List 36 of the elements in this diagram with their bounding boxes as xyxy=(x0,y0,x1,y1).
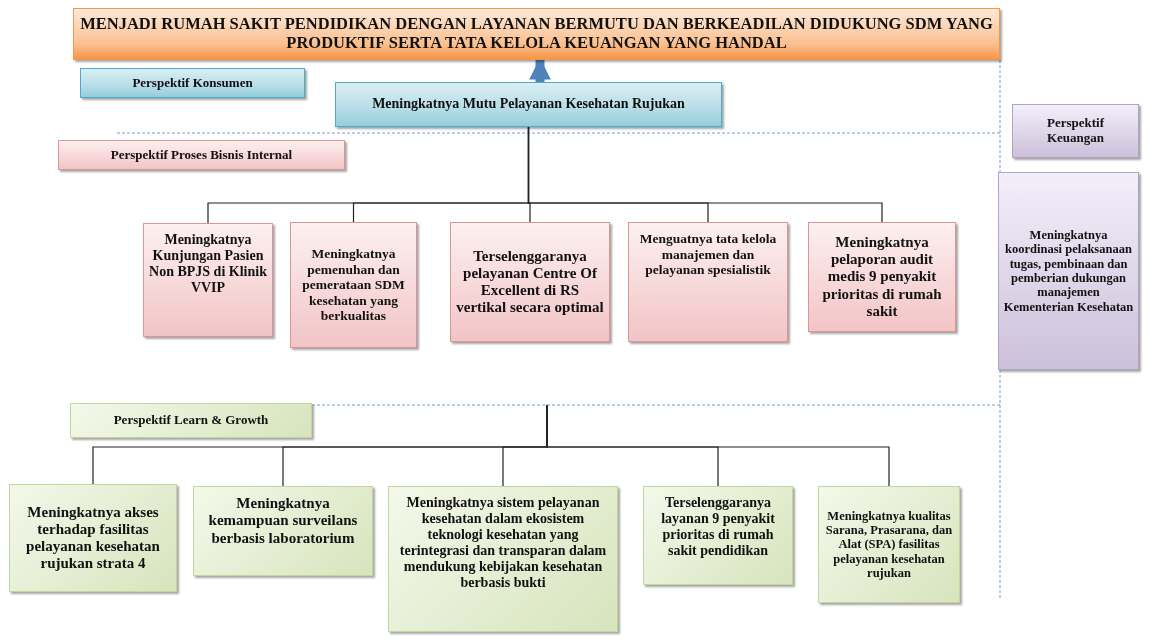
objective-box xyxy=(143,223,273,337)
objective-text: Meningkatnya kemampuan surveilans berbasis laboratorium xyxy=(207,495,359,547)
objective-box xyxy=(628,222,788,342)
perspective-label-box xyxy=(58,140,345,170)
objective-box xyxy=(450,222,610,342)
perspective-label-box xyxy=(80,68,305,98)
objective-text: Terselenggaranya layanan 9 penyakit prioritas di rumah sakit pendidikan xyxy=(660,495,776,560)
vision-banner xyxy=(73,8,1000,60)
objective-box xyxy=(808,222,956,332)
objective-text: Meningkatnya Kunjungan Pasien Non BPJS di Klinik VVIP xyxy=(148,232,268,297)
perspective-label-box xyxy=(70,403,312,438)
objective-text: Meningkatnya Mutu Pelayanan Kesehatan Rujukan xyxy=(372,96,685,113)
objective-text: Meningkatnya sistem pelayanan kesehatan dalam ekosistem teknologi kesehatan yang terintegrasi dan transparan dalam mendukung kebijakan kesehatan berbasis bukti xyxy=(398,495,608,592)
objective-text: Meningkatnya koordinasi pelaksanaan tugas, pembinaan dan pemberian dukungan manajemen Kementerian Kesehatan xyxy=(1003,227,1134,315)
connector-line xyxy=(527,126,883,223)
objective-text: Meningkatnya kualitas Sarana, Prasarana, dan Alat (SPA) fasilitas pelayanan kesehatan rujukan xyxy=(824,508,954,581)
objective-box xyxy=(193,486,373,576)
objective-box xyxy=(643,486,793,585)
objective-box xyxy=(388,486,618,632)
objective-box xyxy=(998,172,1139,370)
objective-text: Perspektif Konsumen xyxy=(132,75,253,91)
vision-statement: MENJADI RUMAH SAKIT PENDIDIKAN DENGAN LAYANAN BERMUTU DAN BERKEADILAN DIDUKUNG SDM YANG PRODUKTIF SERTA TATA KELOLA KEUANGAN YANG HANDAL xyxy=(79,15,994,53)
objective-box xyxy=(818,486,960,603)
objective-text: Meningkatnya akses terhadap fasilitas pelayanan kesehatan rujukan strata 4 xyxy=(25,503,161,573)
objective-box xyxy=(290,222,417,348)
objective-text: Perspektif Keuangan xyxy=(1045,116,1106,146)
objective-text: Perspektif Proses Bisnis Internal xyxy=(110,147,293,163)
objective-box xyxy=(335,82,722,127)
objective-text: Terselenggaranya pelayanan Centre Of Excellent di RS vertikal secara optimal xyxy=(455,247,605,317)
objective-text: Menguatnya tata kelola manajemen dan pelayanan spesialistik xyxy=(638,231,778,278)
objective-box xyxy=(1012,104,1139,158)
objective-text: Meningkatnya pelaporan audit medis 9 penyakit prioritas di rumah sakit xyxy=(821,233,943,321)
connector-line xyxy=(546,404,890,487)
objective-box xyxy=(9,484,177,592)
objective-text: Perspektif Learn & Growth xyxy=(113,413,269,428)
objective-text: Meningkatnya pemenuhan dan pemerataan SDM kesehatan yang berkualitas xyxy=(301,246,406,324)
